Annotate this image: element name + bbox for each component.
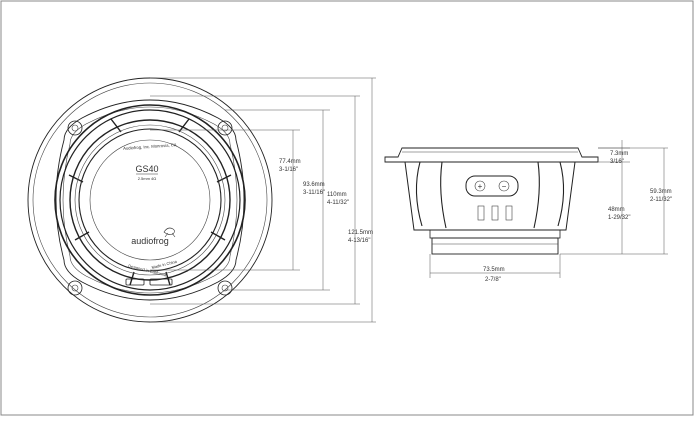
dim-7-mm: 7.3mm — [610, 151, 628, 157]
side-dimension-lines — [429, 140, 668, 278]
spoke — [68, 174, 84, 183]
mounting-hole-center — [71, 284, 79, 292]
outer-frame-inner-circle — [32, 82, 268, 318]
minus-terminal — [498, 180, 510, 192]
spoke — [110, 118, 122, 133]
frog-icon — [163, 227, 176, 238]
terminal-tab — [125, 278, 145, 286]
magnet-body — [431, 237, 559, 255]
cone-edge — [89, 139, 211, 261]
mounting-hole-center — [221, 124, 229, 132]
mounting-flange-inner — [62, 106, 238, 294]
spoke — [210, 231, 226, 241]
plus-terminal — [474, 180, 486, 192]
mounting-hole-center — [221, 284, 229, 292]
terminal-block — [465, 175, 519, 197]
mounting-holes — [67, 120, 233, 296]
front-view: Audiofrog, Inc. Monrovia, CA GS40 2.5mm … — [27, 77, 273, 323]
dim-73-inch: 2-7/8" — [485, 277, 501, 283]
dim-48-inch: 1-29/32" — [608, 215, 630, 221]
pin — [477, 205, 485, 221]
plus-symbol: + — [478, 182, 483, 191]
spoke — [216, 174, 232, 183]
spoke — [74, 231, 90, 241]
dim-110-inch: 4-11/32" — [327, 200, 349, 206]
mounting-hole — [67, 280, 83, 296]
dim-93-inch: 3-11/16" — [303, 190, 325, 196]
dim-121-mm: 121.5mm — [348, 230, 373, 236]
dim-110-mm: 110mm — [327, 192, 347, 198]
surround-mid — [74, 124, 226, 276]
dim-77-mm: 77.4mm — [279, 159, 301, 165]
minus-symbol: − — [502, 182, 507, 191]
basket-leg — [415, 161, 423, 227]
logo-text: audiofrog — [131, 236, 169, 246]
front-dimension-lines — [292, 78, 373, 322]
dim-59-inch: 2-11/32" — [650, 197, 672, 203]
magnet-top — [429, 229, 561, 239]
basket-leg — [533, 161, 540, 229]
mounting-hole — [67, 120, 83, 136]
pin — [491, 205, 499, 221]
side-view: + − — [384, 147, 599, 255]
mounting-flange — [55, 99, 245, 301]
spec-text: 2.5mm 4Ω — [138, 176, 157, 181]
dim-77-inch: 3-1/16" — [279, 167, 298, 173]
maker-text: Audiofrog, Inc. Monrovia, CA — [123, 142, 177, 151]
basket-leg — [440, 161, 447, 229]
top-flange — [384, 147, 599, 163]
terminal-pins — [477, 205, 513, 221]
dim-93-mm: 93.6mm — [303, 182, 325, 188]
basket-outer-ring — [54, 104, 246, 296]
terminal-tab — [149, 278, 173, 286]
mounting-hole — [217, 120, 233, 136]
basket-legs — [415, 161, 565, 229]
basket-leg — [557, 161, 565, 227]
surround-inner — [78, 128, 222, 272]
outer-frame-circle — [27, 77, 273, 323]
dim-59-mm: 59.3mm — [650, 189, 672, 195]
dim-73-mm: 73.5mm — [483, 267, 505, 273]
pin — [505, 205, 513, 221]
made-text: Made in China — [151, 259, 178, 270]
mounting-hole — [217, 280, 233, 296]
dim-48-mm: 48mm — [608, 207, 625, 213]
model-label: GS40 — [135, 164, 158, 174]
dim-7-inch: 3/16" — [610, 159, 624, 165]
front-extension-lines — [150, 77, 376, 323]
dim-121-inch: 4-13/16" — [348, 238, 370, 244]
mounting-hole-center — [71, 124, 79, 132]
basket-ring — [59, 109, 241, 291]
